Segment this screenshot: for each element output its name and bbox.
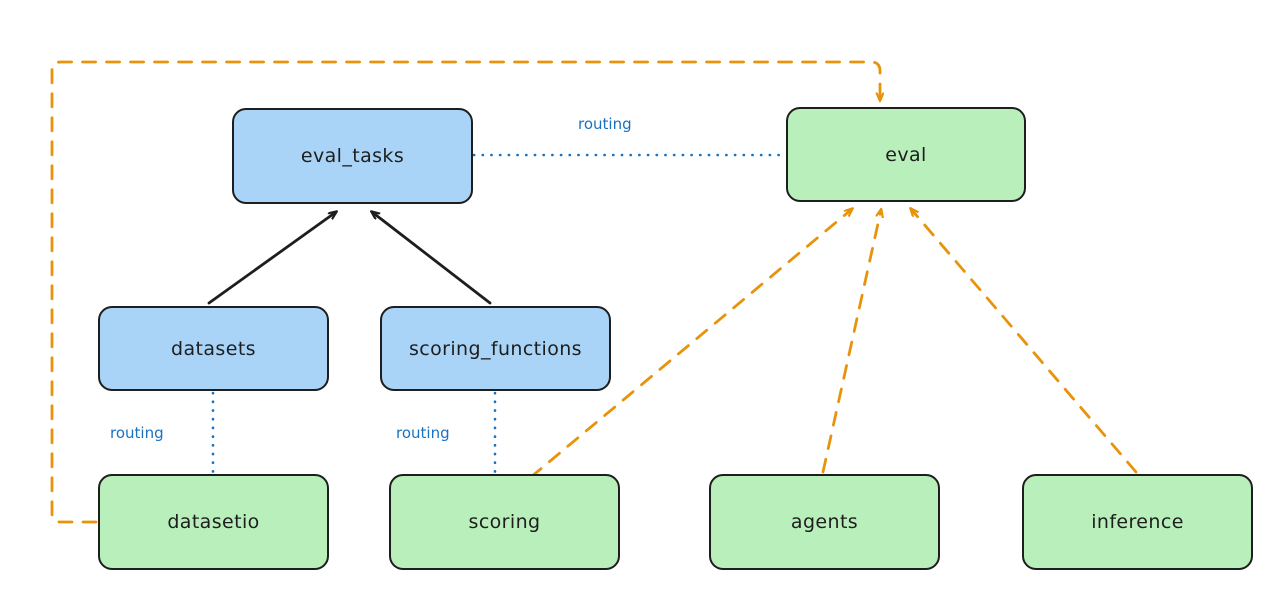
- edge-agents-eval: [821, 210, 881, 474]
- node-label: scoring_functions: [409, 337, 582, 360]
- edge-scoring-functions-eval-tasks: [372, 212, 492, 305]
- edge-inference-eval: [911, 209, 1138, 474]
- node-label: scoring: [468, 511, 541, 533]
- edge-label-routing-datasets: routing: [110, 424, 164, 442]
- node-agents[interactable]: agents: [709, 474, 940, 570]
- node-label: inference: [1091, 511, 1184, 533]
- node-eval[interactable]: eval: [786, 107, 1026, 202]
- node-label: agents: [790, 511, 859, 533]
- edge-scoring-eval: [529, 209, 852, 479]
- node-label: eval_tasks: [300, 145, 405, 167]
- edge-label-routing-eval-tasks: routing: [578, 115, 632, 133]
- edge-datasets-eval-tasks: [207, 212, 336, 305]
- dependency-edges: [50, 60, 1138, 524]
- node-label: eval: [885, 143, 927, 166]
- node-label: datasets: [171, 337, 256, 360]
- node-eval-tasks[interactable]: eval_tasks: [232, 108, 473, 204]
- solid-edges: [207, 212, 492, 305]
- node-datasets[interactable]: datasets: [98, 306, 329, 391]
- node-scoring-functions[interactable]: scoring_functions: [380, 306, 611, 391]
- node-scoring[interactable]: scoring: [389, 474, 620, 570]
- edge-datasetio-eval: [50, 60, 880, 524]
- edge-label-routing-scoring-functions: routing: [396, 424, 450, 442]
- node-datasetio[interactable]: datasetio: [98, 474, 329, 570]
- routing-edges: [211, 153, 786, 474]
- node-label: datasetio: [167, 511, 260, 533]
- node-inference[interactable]: inference: [1022, 474, 1253, 570]
